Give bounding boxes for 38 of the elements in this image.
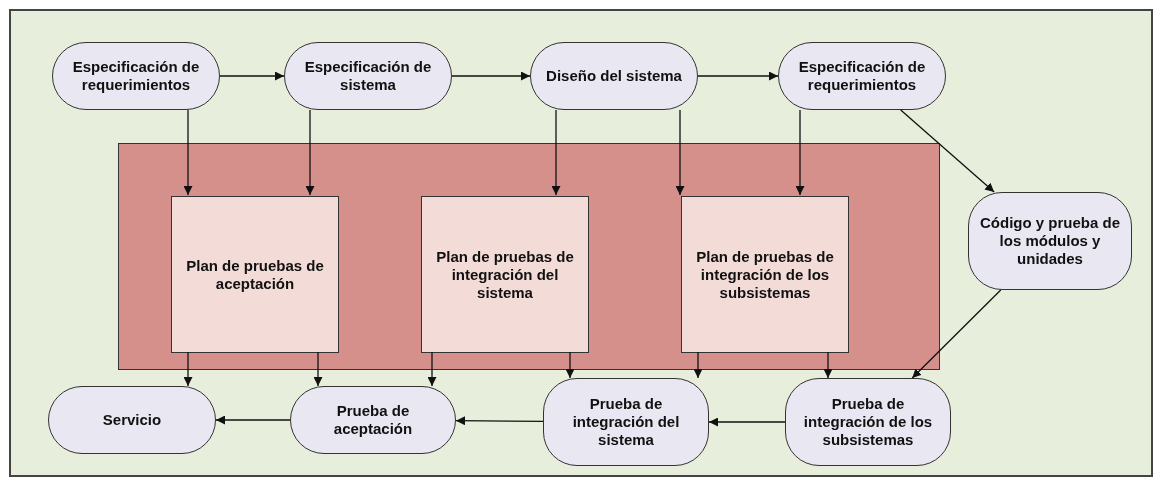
node-label: Plan de pruebas de integración de los subsistemas — [695, 247, 835, 302]
rounded-process-box — [543, 378, 709, 466]
arrow — [215, 415, 291, 425]
node-label: Especificación de requerimientos — [797, 58, 927, 94]
arrow — [823, 351, 833, 379]
arrow — [911, 289, 1002, 379]
node-label: Plan de pruebas de integración del sistema — [435, 247, 575, 302]
node-label: Especificación de sistema — [303, 58, 433, 94]
process-box — [421, 196, 589, 353]
arrow — [697, 71, 779, 81]
arrow — [183, 351, 193, 387]
node-label: Código y prueba de los módulos y unidades — [979, 214, 1121, 268]
rounded-process-box — [785, 378, 951, 466]
node-label: Prueba de aceptación — [332, 402, 414, 438]
node-label: Servicio — [101, 411, 163, 429]
process-box — [171, 196, 339, 353]
arrow — [565, 351, 575, 379]
arrow — [708, 417, 786, 427]
rounded-process-box — [968, 192, 1132, 290]
node-label: Especificación de requerimientos — [71, 58, 201, 94]
arrow — [305, 109, 315, 196]
node-label: Diseño del sistema — [545, 67, 683, 85]
arrow — [455, 416, 544, 426]
arrow — [551, 109, 561, 196]
node-label: Prueba de integración del sistema — [571, 395, 681, 449]
arrow — [451, 71, 531, 81]
arrow — [795, 109, 805, 196]
container-band — [118, 143, 940, 370]
node-label: Plan de pruebas de aceptación — [185, 256, 325, 293]
arrow — [427, 351, 437, 387]
arrow — [900, 109, 995, 193]
arrow — [183, 109, 193, 196]
process-box — [681, 196, 849, 353]
arrow — [675, 109, 685, 196]
arrow — [219, 71, 285, 81]
arrow — [313, 351, 323, 387]
node-label: Prueba de integración de los subsistemas — [802, 395, 934, 449]
arrow — [693, 351, 703, 379]
